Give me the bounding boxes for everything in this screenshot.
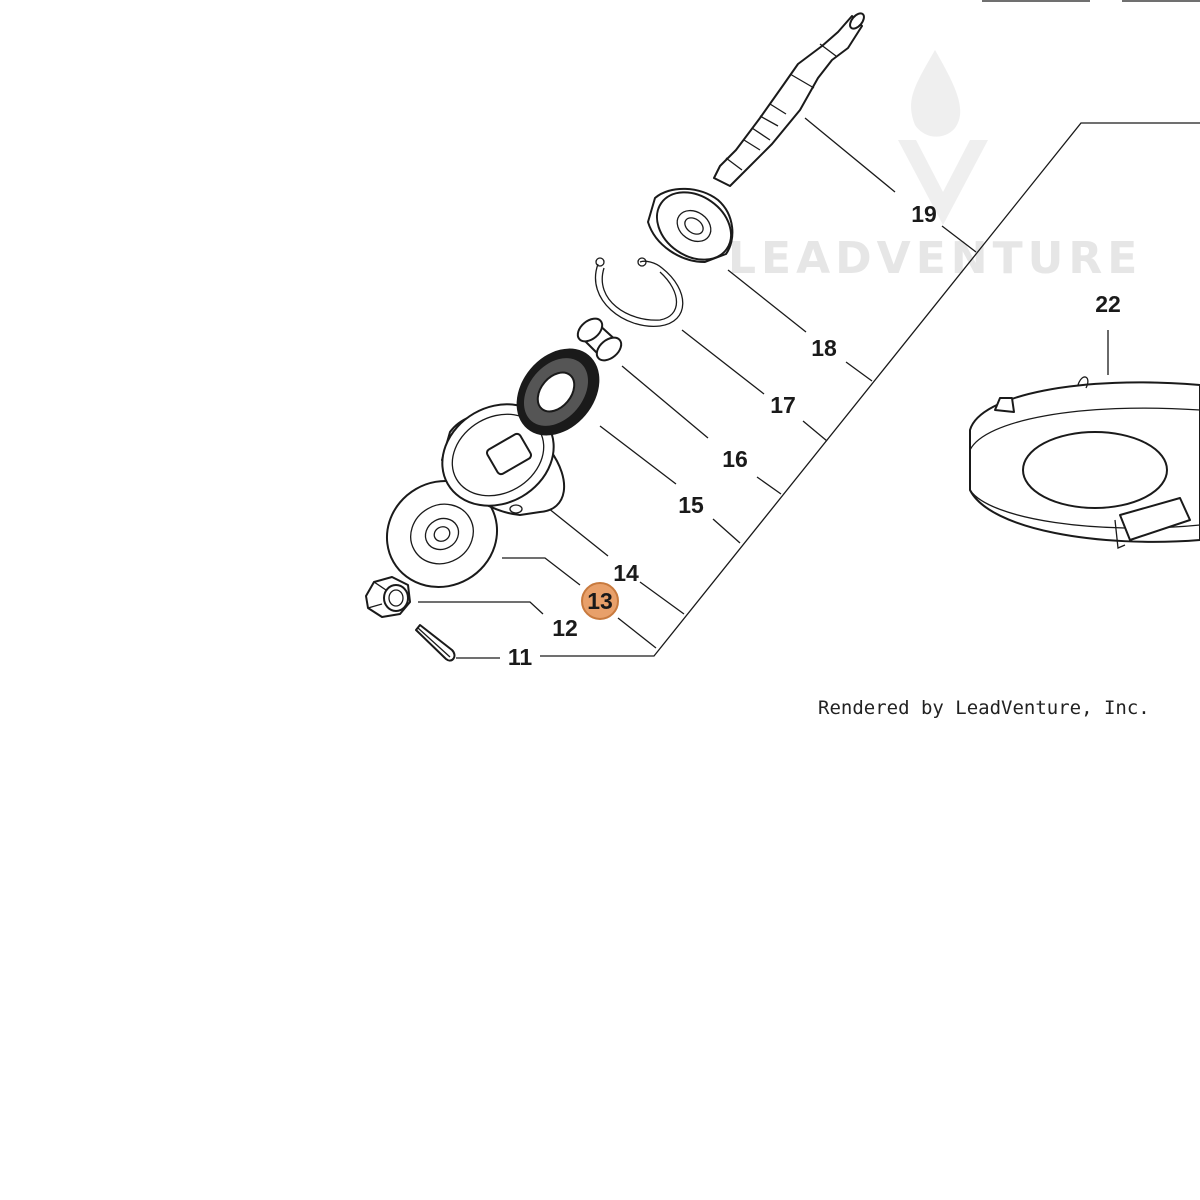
callout-14[interactable]: 14: [613, 560, 639, 586]
callout-11[interactable]: 11: [508, 644, 533, 670]
part-splined-shaft: [713, 12, 865, 187]
part-snap-ring: [594, 257, 684, 327]
callout-18[interactable]: 18: [811, 335, 837, 361]
callout-17[interactable]: 17: [770, 392, 796, 418]
callout-22[interactable]: 22: [1095, 291, 1121, 317]
part-strap-clamp: [969, 376, 1200, 549]
callout-labels: 11 12 13 14 15 16 17 18 19 22: [508, 201, 1121, 670]
part-cotter-pin: [415, 624, 456, 662]
callout-19[interactable]: 19: [911, 201, 937, 227]
callout-16[interactable]: 16: [722, 446, 748, 472]
callout-13-badge: [581, 582, 619, 620]
assembly-bracket-line: [598, 122, 1200, 657]
callout-12[interactable]: 12: [552, 615, 578, 641]
leader-lines: [418, 117, 1109, 659]
part-castle-nut: [365, 576, 411, 618]
part-cone-washer: [385, 479, 499, 589]
part-hub: [441, 403, 566, 516]
callout-13-highlighted[interactable]: 13: [581, 582, 619, 620]
part-bushing: [576, 317, 623, 362]
watermark-logo: LEADVENTURE: [728, 50, 1142, 284]
part-bearing: [647, 187, 734, 263]
part-seal: [516, 348, 600, 436]
watermark-text: LEADVENTURE: [728, 233, 1142, 284]
callout-15[interactable]: 15: [678, 492, 704, 518]
callout-13[interactable]: 13: [587, 588, 613, 614]
render-credit: Rendered by LeadVenture, Inc.: [818, 697, 1150, 719]
